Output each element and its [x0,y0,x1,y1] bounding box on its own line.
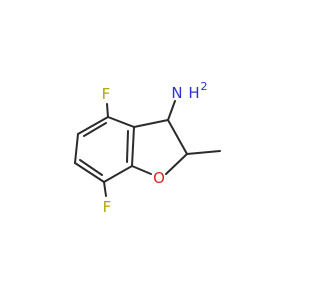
bond-c7-c7a [103,165,133,183]
bond-c2-methyl [186,150,221,155]
bond-c3-n [167,100,176,121]
bond-double-c6-c7 [79,159,103,176]
bond-c6-c7 [74,162,105,183]
bond-c4-f [106,103,109,118]
bond-c3a-c4 [107,116,135,128]
bond-double-c4-c5 [83,122,107,137]
bond-c3a-c3 [133,119,169,128]
atom-labels: F F N H 2 O [102,80,208,216]
bond-c7-f [103,181,107,197]
bond-o-c7a [131,165,152,175]
bond-c4-c5 [77,116,109,135]
fluorine-top-label: F [102,85,111,103]
bond-double-c7a-c3a [126,130,129,163]
bonds [74,100,221,197]
oxygen-label: O [153,169,165,187]
nitrogen-h-count-label: 2 [201,80,208,93]
structure-canvas: F F N H 2 O [74,80,221,216]
fluorine-bottom-label: F [103,198,112,216]
bond-c7a-c3a [131,126,135,167]
bond-c2-o [165,153,188,175]
nitrogen-label: N [171,84,182,102]
bond-c5-c6 [74,133,79,164]
bond-c3-c2 [167,119,188,155]
nitrogen-h-label: H [188,84,199,102]
